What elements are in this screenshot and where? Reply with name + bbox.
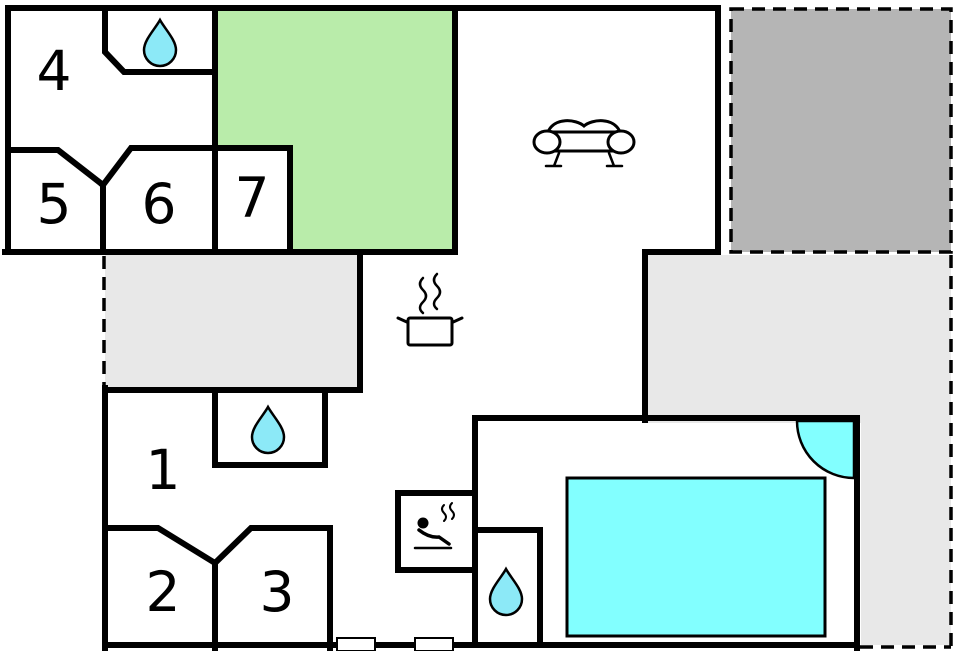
wall-bath-top — [102, 5, 218, 75]
water-drop-icon-middle — [250, 404, 286, 455]
room-label-1: 1 — [146, 438, 181, 502]
water-drop-icon-top — [142, 17, 178, 68]
sauna-icon — [413, 502, 455, 550]
cooking-pot-icon — [396, 272, 464, 347]
wall-room4-5 — [5, 147, 106, 255]
door-marker-1 — [336, 637, 376, 651]
wall-room1-2 — [102, 525, 218, 651]
terrace-dashed-borders — [102, 255, 953, 649]
room-label-6: 6 — [142, 172, 177, 236]
terrace-top-right-area — [729, 7, 953, 254]
room-label-4: 4 — [37, 39, 72, 103]
terrace-left-area — [105, 255, 360, 388]
wall-room3 — [210, 525, 333, 651]
wall-pool-bath — [472, 527, 543, 648]
water-drop-icon-bottom — [488, 566, 524, 617]
sofa-icon — [532, 119, 636, 168]
wall-room6-top — [98, 145, 218, 190]
door-marker-2 — [414, 637, 454, 651]
wall-bath2 — [212, 387, 328, 468]
terrace-right-area — [648, 255, 951, 645]
room-label-3: 3 — [260, 560, 295, 624]
wall-outline-top — [5, 5, 721, 423]
room-label-2: 2 — [146, 560, 181, 624]
room-label-5: 5 — [37, 172, 72, 236]
walls — [2, 5, 860, 651]
pool — [565, 476, 827, 638]
green-room-area — [215, 8, 455, 252]
wall-room7 — [212, 145, 293, 255]
room-label-7: 7 — [235, 166, 270, 230]
pool-corner-steps-icon — [795, 419, 856, 480]
wall-sauna — [395, 490, 478, 573]
